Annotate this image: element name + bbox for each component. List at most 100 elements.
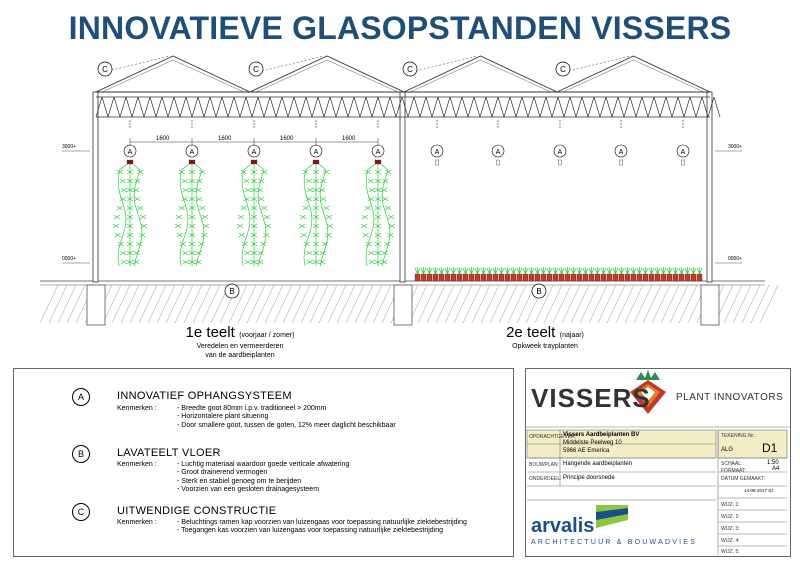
- ground-hatch-line: [507, 284, 527, 324]
- truss-diagonal: [149, 96, 157, 118]
- tray-plant: [492, 267, 499, 282]
- roof-span-inner: [562, 59, 705, 93]
- ground-hatch-line: [597, 284, 617, 324]
- ground-hatch-line: [471, 284, 491, 324]
- foundation-right: [700, 284, 720, 326]
- section-left-title: 1e teelt: [185, 324, 235, 341]
- truss-diagonal: [203, 96, 211, 118]
- truss-diagonal: [371, 96, 379, 118]
- truss-diagonal: [179, 96, 187, 118]
- gutter-hanger: A: [614, 120, 628, 166]
- ground-hatch-line: [606, 284, 626, 324]
- ground-hatch-line: [318, 284, 338, 324]
- ground-hatch-line: [723, 284, 743, 324]
- truss-diagonal: [305, 96, 313, 118]
- ground-hatch-line: [39, 284, 59, 324]
- truss-diagonal: [245, 96, 253, 118]
- truss-diagonal: [293, 96, 301, 118]
- vissers-logo-mark: [630, 370, 666, 414]
- truss-diagonal: [353, 96, 361, 118]
- truss-diagonal: [521, 96, 529, 118]
- truss-diagonal: [509, 96, 517, 118]
- ground-hatch-line: [372, 284, 392, 324]
- ground-hatch-line: [129, 284, 149, 324]
- tb-schaal-label: SCHAAL:: [721, 461, 743, 467]
- legend-a-label: Kenmerken :: [117, 405, 157, 412]
- ground-hatch-line: [228, 284, 248, 324]
- tray-plant: [630, 267, 637, 282]
- truss-diagonal: [107, 96, 115, 118]
- legend-b-line-1: - Luchtig materiaal waardoor goede verti…: [177, 461, 350, 468]
- ground-hatch-line: [579, 284, 599, 324]
- truss-diagonal: [581, 96, 589, 118]
- ground-hatch-line: [156, 284, 176, 324]
- ground-hatch-line: [480, 284, 500, 324]
- level-top-left: 3000+: [62, 144, 76, 150]
- truss-diagonal: [299, 96, 307, 118]
- callout-c-label: C: [253, 65, 259, 74]
- truss-diagonal: [569, 96, 577, 118]
- vent-window: [564, 55, 630, 73]
- truss-diagonal: [671, 96, 679, 118]
- tray-plant: [678, 267, 685, 282]
- truss-diagonal: [209, 96, 217, 118]
- truss-diagonal: [713, 96, 721, 118]
- truss-diagonal: [503, 96, 511, 118]
- truss-diagonal: [413, 96, 421, 118]
- tray-plant: [558, 267, 565, 282]
- tb-bouwplan: Hangende aardbeiplanten: [563, 461, 633, 467]
- tray-plant: [540, 267, 547, 282]
- ground-hatch-line: [651, 284, 671, 324]
- truss-diagonal: [491, 96, 499, 118]
- legend-c-title: UITWENDIGE CONSTRUCTIE: [117, 505, 277, 517]
- level-floor-left: 0000+: [62, 256, 76, 262]
- vissers-brand: VISSERS: [531, 383, 651, 413]
- legend-a-line-1: - Breedte goot 80mm i.p.v. traditioneel …: [177, 405, 327, 412]
- tray-plant: [474, 267, 481, 282]
- tray-plant: [660, 267, 667, 282]
- tb-wijz-5: WIJZ. 5:: [721, 549, 740, 555]
- ground-hatch-line: [561, 284, 581, 324]
- ground-hatch-line: [102, 284, 122, 324]
- tb-onderdeel: Principe doorsnede: [563, 475, 615, 481]
- tb-tekening-prefix: ALG: [721, 447, 734, 453]
- truss-diagonal: [335, 96, 343, 118]
- legend-c-line-2: - Toegangen kas voorzien van luizengaas …: [177, 527, 444, 535]
- ground-hatch-line: [615, 284, 635, 324]
- roof-span: [556, 55, 711, 93]
- legend-b-line-4: - Voorzien van een gesloten drainagesyst…: [177, 486, 320, 494]
- truss-diagonal: [635, 96, 643, 118]
- truss-diagonal: [377, 96, 385, 118]
- tray-plant: [486, 267, 493, 282]
- level-floor-right: 0000+: [728, 256, 742, 262]
- truss-diagonal: [101, 96, 109, 118]
- truss-diagonal: [173, 96, 181, 118]
- hanging-plants: [112, 163, 396, 267]
- truss-diagonal: [653, 96, 661, 118]
- ground-hatch-line: [444, 284, 464, 324]
- truss-diagonal: [479, 96, 487, 118]
- dimension-3: 1600: [280, 136, 294, 142]
- truss-diagonal: [389, 96, 397, 118]
- tray-plant: [642, 267, 649, 282]
- callout-c: C: [402, 61, 418, 77]
- tray-plant: [684, 267, 691, 282]
- truss-diagonal: [383, 96, 391, 118]
- truss-diagonal: [275, 96, 283, 118]
- vent-window: [411, 55, 477, 73]
- truss-diagonal: [467, 96, 475, 118]
- tb-bouwplan-label: BOUWPLAN:: [529, 462, 560, 468]
- truss-diagonal: [695, 96, 703, 118]
- ground-hatch-line: [282, 284, 302, 324]
- truss-diagonal: [317, 96, 325, 118]
- tray-plant: [612, 267, 619, 282]
- callout-a-label: A: [190, 149, 195, 156]
- truss-diagonal: [131, 96, 139, 118]
- truss-diagonal: [251, 96, 259, 118]
- tray-plant: [696, 267, 703, 282]
- roof: [95, 55, 711, 93]
- gutter: [619, 159, 623, 166]
